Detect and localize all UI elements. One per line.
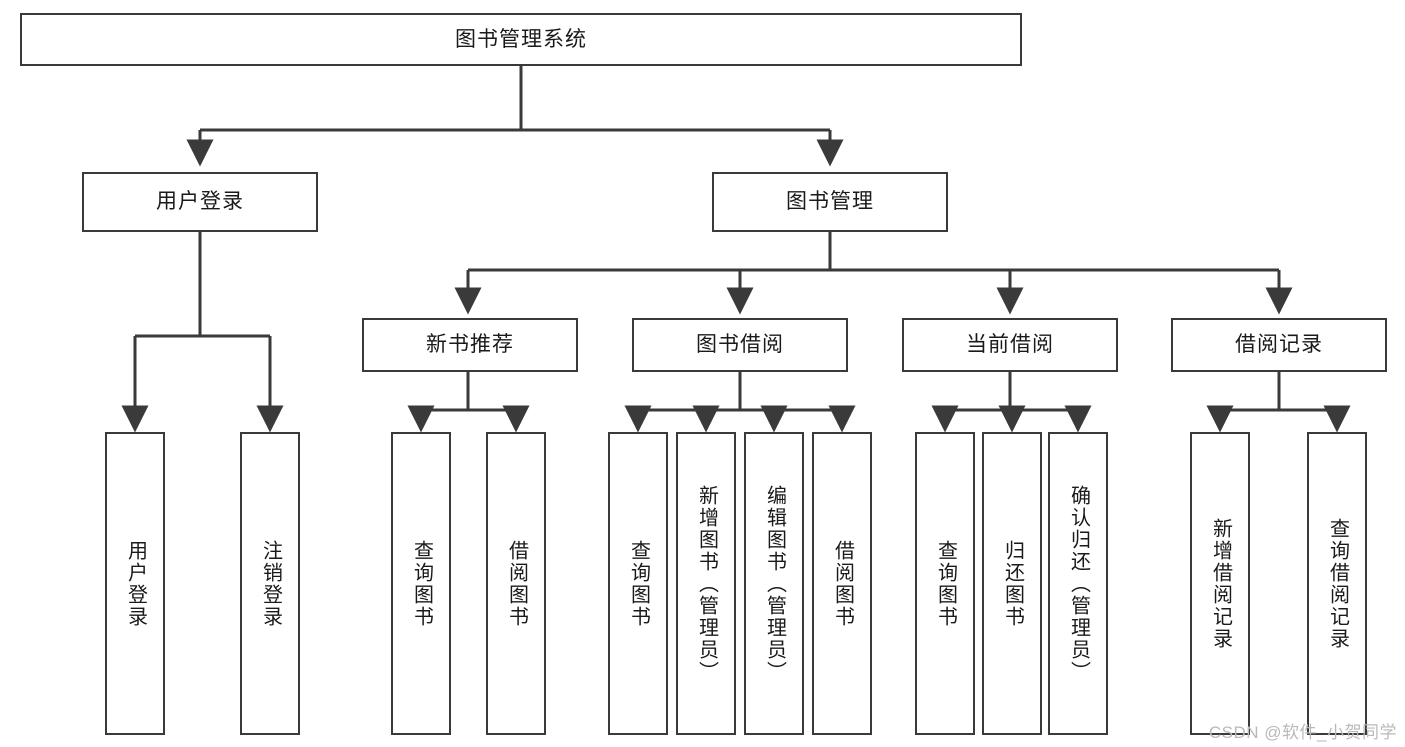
leaf-user-login-logout[interactable]: 注销登录: [240, 432, 300, 735]
node-label: 用户登录: [124, 539, 147, 628]
node-label: 查询图书: [934, 539, 957, 628]
node-label: 借阅记录: [1235, 333, 1323, 357]
node-book-borrow[interactable]: 图书借阅: [632, 318, 848, 372]
node-label: 归还图书: [1001, 539, 1024, 628]
leaf-borrow-record-query-record[interactable]: 查询借阅记录: [1307, 432, 1367, 735]
node-label: 图书管理: [786, 190, 874, 214]
node-label: 当前借阅: [966, 333, 1054, 357]
node-new-book-recommend[interactable]: 新书推荐: [362, 318, 578, 372]
leaf-book-borrow-edit-book-admin[interactable]: 编辑图书（管理员）: [744, 432, 804, 735]
node-borrow-record[interactable]: 借阅记录: [1171, 318, 1387, 372]
node-label: 图书管理系统: [455, 27, 587, 51]
leaf-current-borrow-confirm-return-admin[interactable]: 确认归还（管理员）: [1048, 432, 1108, 735]
csdn-watermark: CSDN @软件_小贺同学: [1208, 723, 1397, 742]
leaf-new-book-borrow-book[interactable]: 借阅图书: [486, 432, 546, 735]
node-label: 借阅图书: [831, 539, 854, 628]
node-label: 借阅图书: [505, 539, 528, 628]
leaf-current-borrow-query-book[interactable]: 查询图书: [915, 432, 975, 735]
node-root-book-management-system[interactable]: 图书管理系统: [20, 13, 1022, 66]
node-current-borrow[interactable]: 当前借阅: [902, 318, 1118, 372]
node-label: 新书推荐: [426, 333, 514, 357]
leaf-user-login-login[interactable]: 用户登录: [105, 432, 165, 735]
node-label: 新增图书（管理员）: [695, 484, 718, 683]
leaf-current-borrow-return-book[interactable]: 归还图书: [982, 432, 1042, 735]
node-label: 查询图书: [410, 539, 433, 628]
leaf-book-borrow-query-book[interactable]: 查询图书: [608, 432, 668, 735]
leaf-borrow-record-add-record[interactable]: 新增借阅记录: [1190, 432, 1250, 735]
node-label: 查询借阅记录: [1326, 517, 1349, 650]
node-label: 确认归还（管理员）: [1067, 484, 1090, 683]
node-label: 查询图书: [627, 539, 650, 628]
node-label: 注销登录: [259, 539, 282, 628]
node-label: 图书借阅: [696, 333, 784, 357]
node-label: 编辑图书（管理员）: [763, 484, 786, 683]
node-user-login[interactable]: 用户登录: [82, 172, 318, 232]
node-book-management[interactable]: 图书管理: [712, 172, 948, 232]
leaf-book-borrow-borrow-book[interactable]: 借阅图书: [812, 432, 872, 735]
node-label: 用户登录: [156, 190, 244, 214]
leaf-new-book-query-book[interactable]: 查询图书: [391, 432, 451, 735]
node-label: 新增借阅记录: [1209, 517, 1232, 650]
leaf-book-borrow-add-book-admin[interactable]: 新增图书（管理员）: [676, 432, 736, 735]
